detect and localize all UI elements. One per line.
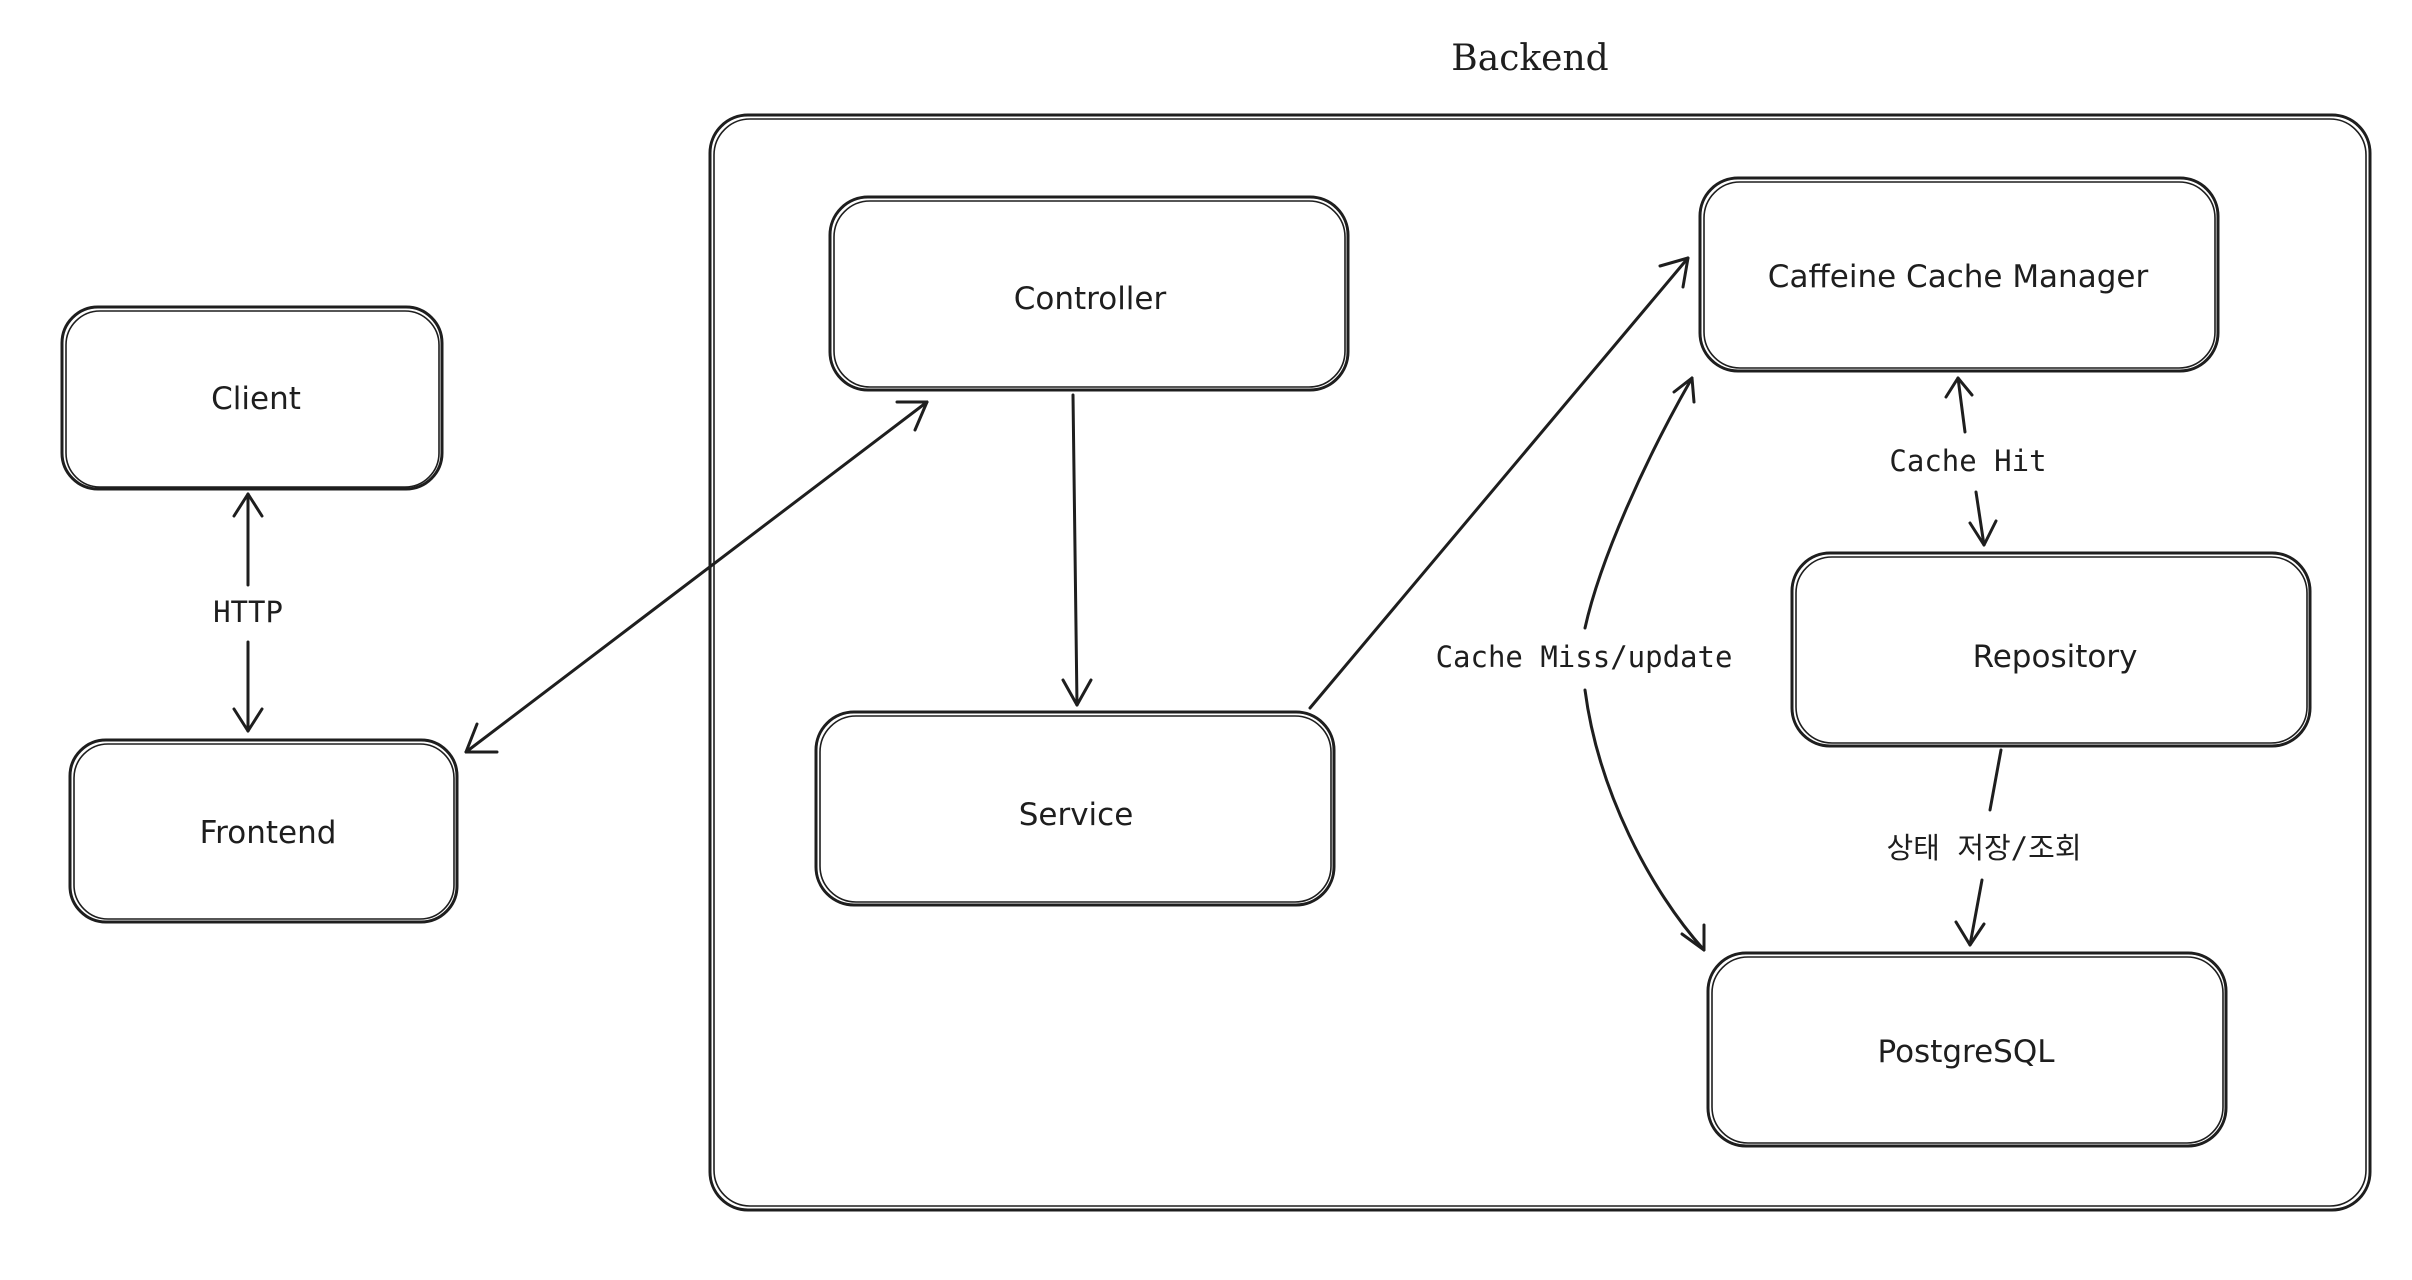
client-label: Client — [211, 381, 301, 417]
backend-title: Backend — [1451, 38, 1608, 79]
frontend-node: Frontend — [68, 738, 459, 924]
edge-cache-miss: Cache Miss/update — [1436, 376, 1733, 952]
edge-controller-service — [1061, 393, 1093, 707]
edge-service-cache — [1308, 256, 1690, 710]
edge-frontend-controller — [464, 400, 929, 754]
controller-node: Controller — [828, 195, 1350, 392]
edge-label-http: HTTP — [213, 595, 283, 629]
repository-node: Repository — [1790, 551, 2312, 748]
edge-client-frontend: HTTP — [213, 492, 283, 733]
edge-label-cache-hit: Cache Hit — [1889, 444, 2046, 478]
postgresql-node: PostgreSQL — [1706, 951, 2228, 1148]
edge-cache-hit: Cache Hit — [1889, 376, 2047, 547]
frontend-label: Frontend — [200, 815, 337, 851]
controller-label: Controller — [1014, 281, 1167, 317]
backend-container — [708, 113, 2372, 1212]
edge-repository-postgres: 상태 저장/조회 — [1887, 748, 2082, 947]
cache-manager-node: Caffeine Cache Manager — [1698, 176, 2220, 373]
postgresql-label: PostgreSQL — [1877, 1034, 2055, 1070]
cache-manager-label: Caffeine Cache Manager — [1768, 259, 2149, 295]
edge-label-state-store: 상태 저장/조회 — [1887, 831, 2082, 865]
service-label: Service — [1019, 797, 1134, 833]
repository-label: Repository — [1973, 639, 2138, 675]
service-node: Service — [814, 710, 1336, 907]
edge-label-cache-miss: Cache Miss/update — [1436, 640, 1733, 674]
client-node: Client — [60, 305, 444, 491]
